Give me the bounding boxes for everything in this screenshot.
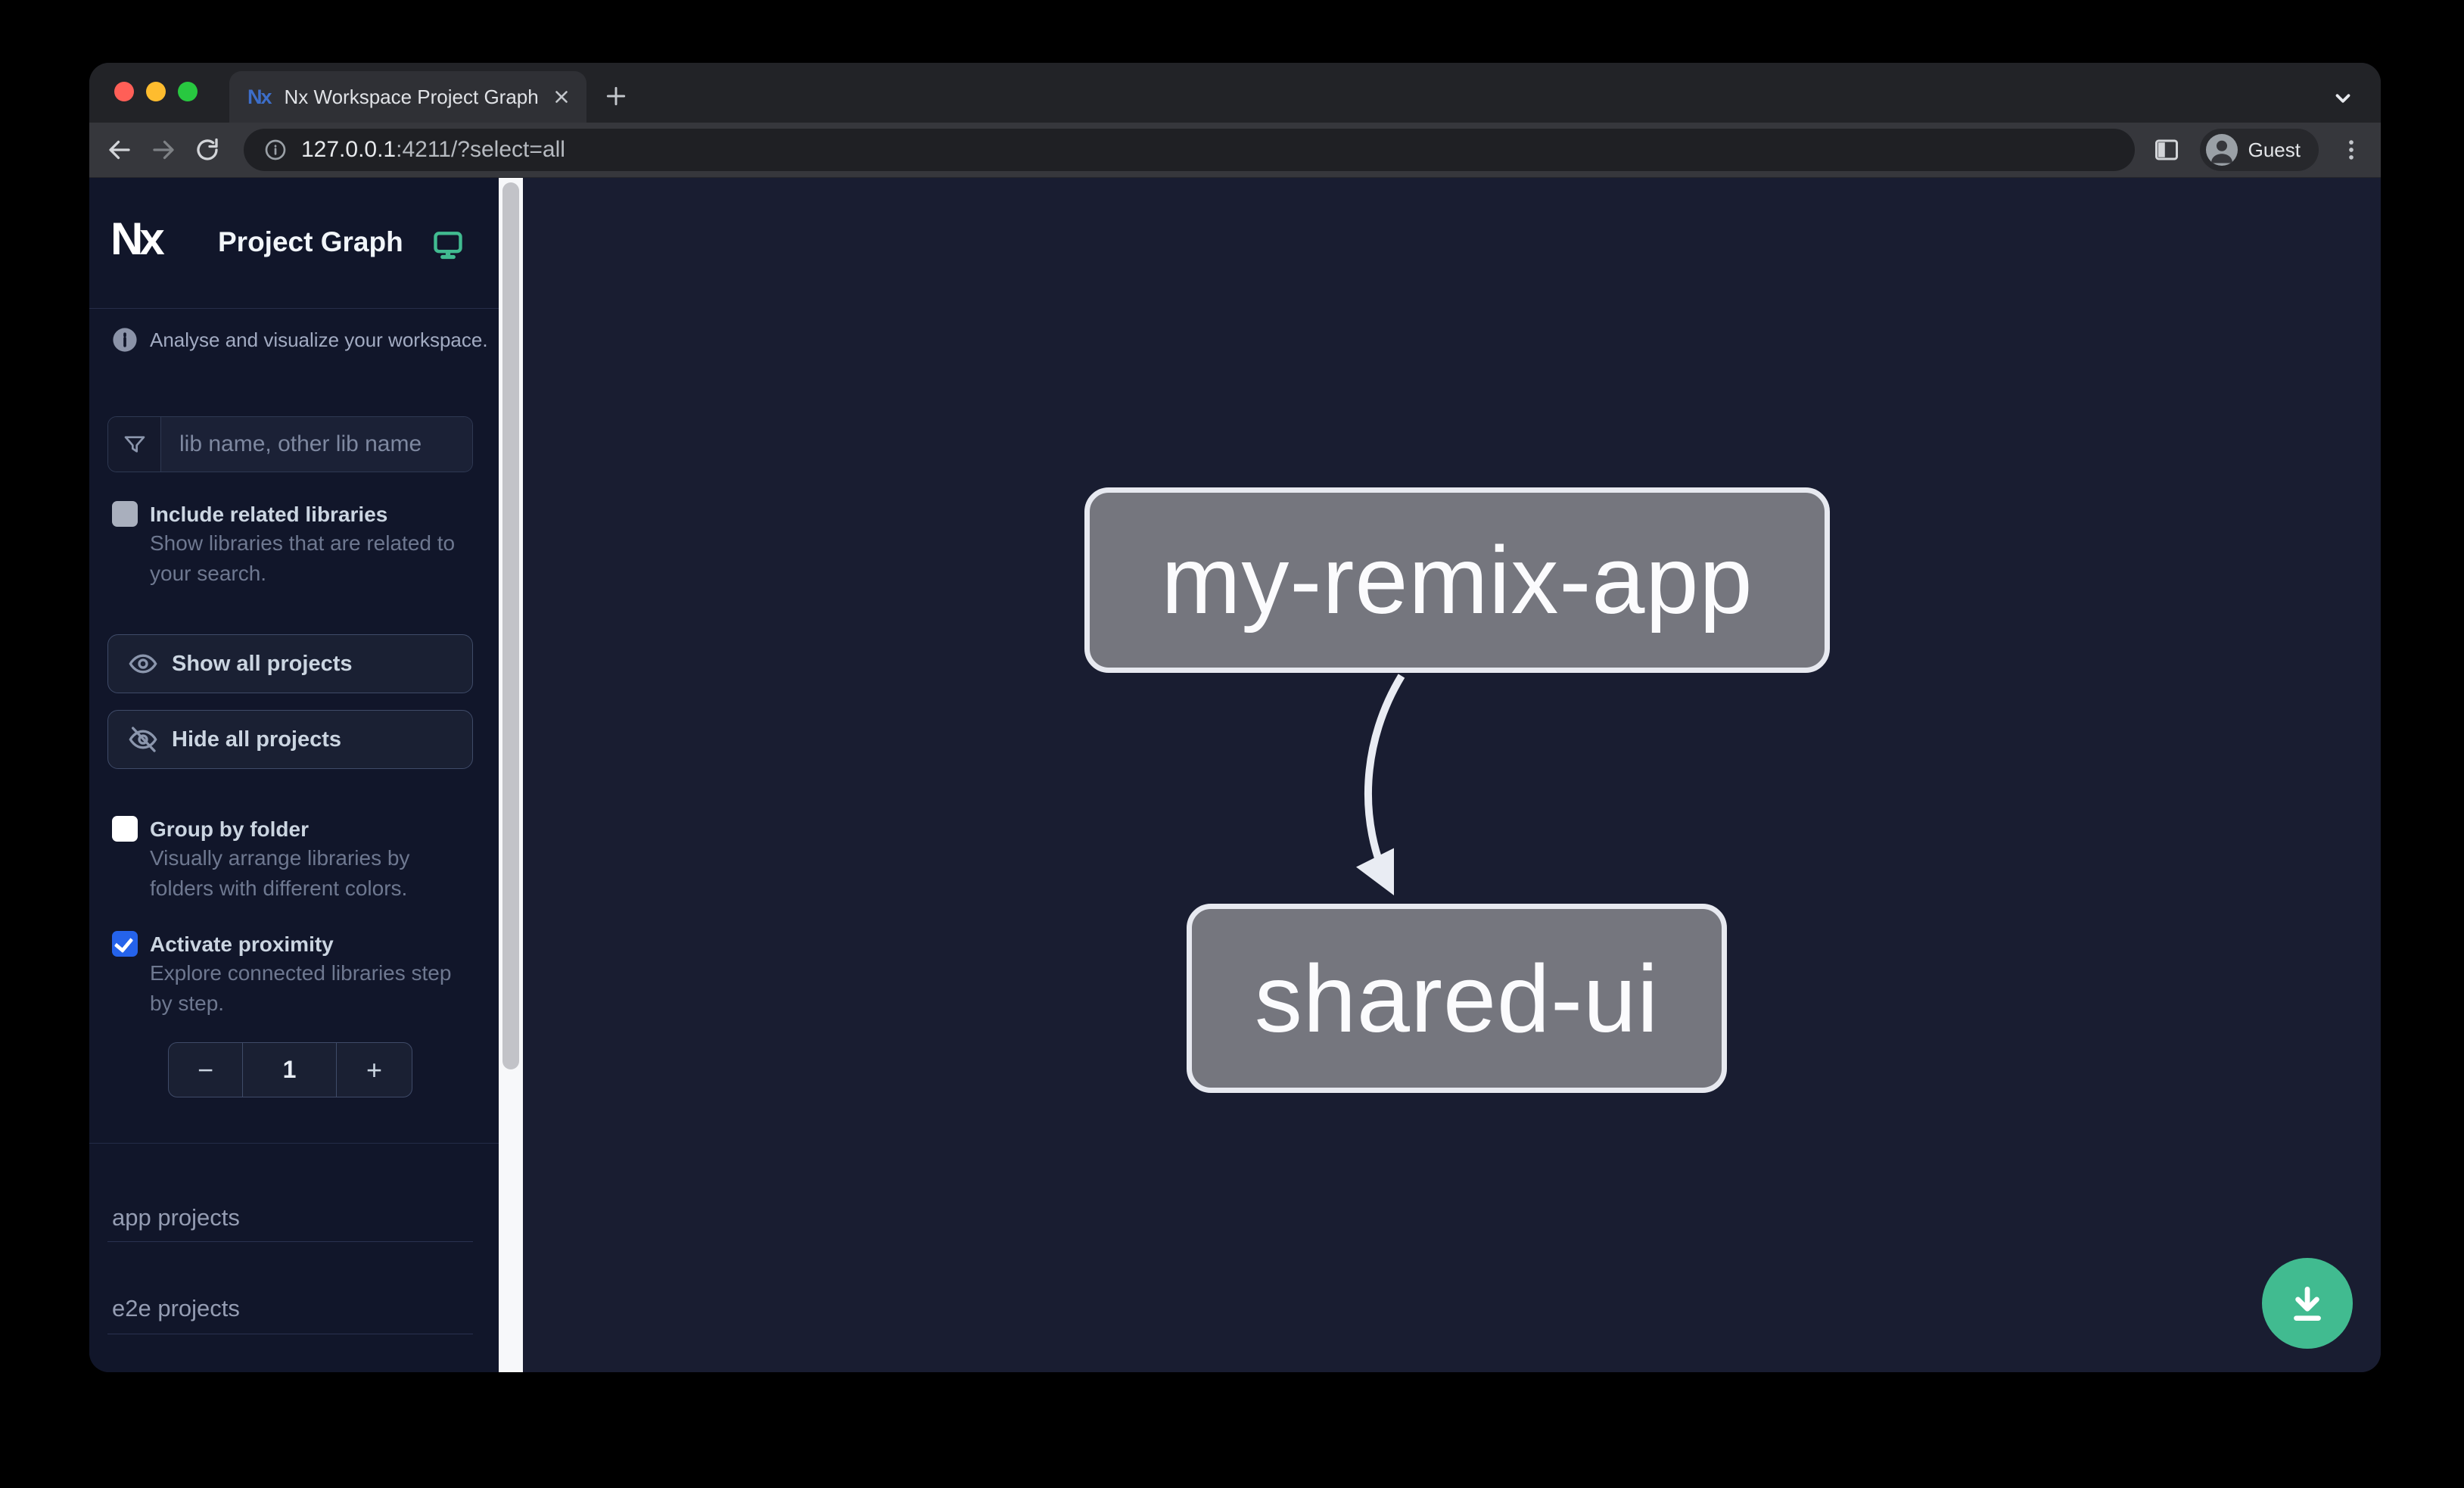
increase-button[interactable]: + xyxy=(366,1054,383,1085)
activate-proximity-checkbox[interactable] xyxy=(112,931,138,957)
page-content: Nx Project Graph Analyse and visualize y… xyxy=(89,178,2381,1372)
proximity-stepper: − 1 + xyxy=(168,1042,412,1097)
section-app-projects: app projects xyxy=(112,1204,240,1231)
option-label[interactable]: Group by folder xyxy=(150,817,309,841)
nx-favicon-icon: Nx xyxy=(247,85,272,108)
funnel-icon xyxy=(108,417,161,472)
back-icon[interactable] xyxy=(106,136,133,163)
eye-off-icon xyxy=(129,727,157,752)
address-bar[interactable]: 127.0.0.1:4211/?select=all xyxy=(244,129,2135,171)
checkmark-icon xyxy=(114,932,134,954)
graph-canvas[interactable]: my-remix-app shared-ui xyxy=(523,178,2381,1372)
node-my-remix-app[interactable]: my-remix-app xyxy=(1084,487,1830,673)
option-label[interactable]: Include related libraries xyxy=(150,503,388,526)
download-icon xyxy=(2294,1286,2321,1321)
page-title: Project Graph xyxy=(218,226,403,257)
option-description: Show libraries that are related to your … xyxy=(150,531,456,585)
option-description: Visually arrange libraries by folders wi… xyxy=(150,846,410,900)
divider xyxy=(89,1143,499,1144)
eye-icon xyxy=(129,654,157,674)
window-minimize-button[interactable] xyxy=(146,82,166,101)
tab-title: Nx Workspace Project Graph xyxy=(284,85,539,108)
window-zoom-button[interactable] xyxy=(178,82,198,101)
option-label[interactable]: Activate proximity xyxy=(150,932,334,956)
new-tab-button[interactable] xyxy=(601,81,631,111)
tab-search-chevron-icon[interactable] xyxy=(2328,83,2358,114)
divider xyxy=(107,1241,473,1242)
hide-all-projects-button[interactable]: Hide all projects xyxy=(107,710,473,769)
scrollbar-thumb[interactable] xyxy=(502,182,519,1069)
include-related-checkbox[interactable] xyxy=(112,501,138,527)
avatar xyxy=(2205,134,2238,166)
browser-toolbar: 127.0.0.1:4211/?select=all Guest xyxy=(89,123,2381,178)
node-shared-ui[interactable]: shared-ui xyxy=(1187,904,1727,1093)
workspace-tagline: Analyse and visualize your workspace. xyxy=(112,327,488,353)
browser-menu-icon[interactable] xyxy=(2338,137,2364,163)
decrease-button[interactable]: − xyxy=(169,1043,243,1097)
button-label: Show all projects xyxy=(172,651,353,676)
site-info-icon[interactable] xyxy=(263,138,288,162)
forward-icon[interactable] xyxy=(150,136,177,163)
proximity-value: 1 xyxy=(243,1043,337,1097)
side-panel-icon[interactable] xyxy=(2153,136,2180,163)
node-label: shared-ui xyxy=(1254,945,1660,1052)
sidebar-header: Nx Project Graph xyxy=(89,178,499,309)
node-label: my-remix-app xyxy=(1161,527,1753,633)
filter-search xyxy=(107,416,473,472)
search-input[interactable] xyxy=(161,417,472,472)
monitor-icon[interactable] xyxy=(431,228,465,265)
url-text: 127.0.0.1:4211/?select=all xyxy=(301,137,565,162)
tagline-text: Analyse and visualize your workspace. xyxy=(150,328,488,351)
group-by-folder-checkbox[interactable] xyxy=(112,816,138,842)
show-all-projects-button[interactable]: Show all projects xyxy=(107,634,473,693)
sidebar: Nx Project Graph Analyse and visualize y… xyxy=(89,178,499,1372)
button-label: Hide all projects xyxy=(172,727,342,752)
download-graph-button[interactable] xyxy=(2262,1258,2353,1349)
profile-name: Guest xyxy=(2248,138,2301,161)
info-icon xyxy=(113,328,137,352)
section-e2e-projects: e2e projects xyxy=(112,1295,240,1321)
reload-icon[interactable] xyxy=(194,136,221,163)
browser-window: Nx Nx Workspace Project Graph 127.0.0.1:… xyxy=(89,63,2381,1372)
option-description: Explore connected libraries step by step… xyxy=(150,961,452,1015)
tab-close-icon[interactable] xyxy=(552,87,571,107)
sidebar-scrollbar xyxy=(499,178,523,1372)
tab-strip: Nx Nx Workspace Project Graph xyxy=(89,63,2381,123)
window-close-button[interactable] xyxy=(114,82,134,101)
dependency-edge xyxy=(1355,674,1405,896)
profile-button[interactable]: Guest xyxy=(2199,129,2319,171)
browser-tab[interactable]: Nx Nx Workspace Project Graph xyxy=(229,71,586,123)
nx-logo: Nx xyxy=(110,213,165,264)
